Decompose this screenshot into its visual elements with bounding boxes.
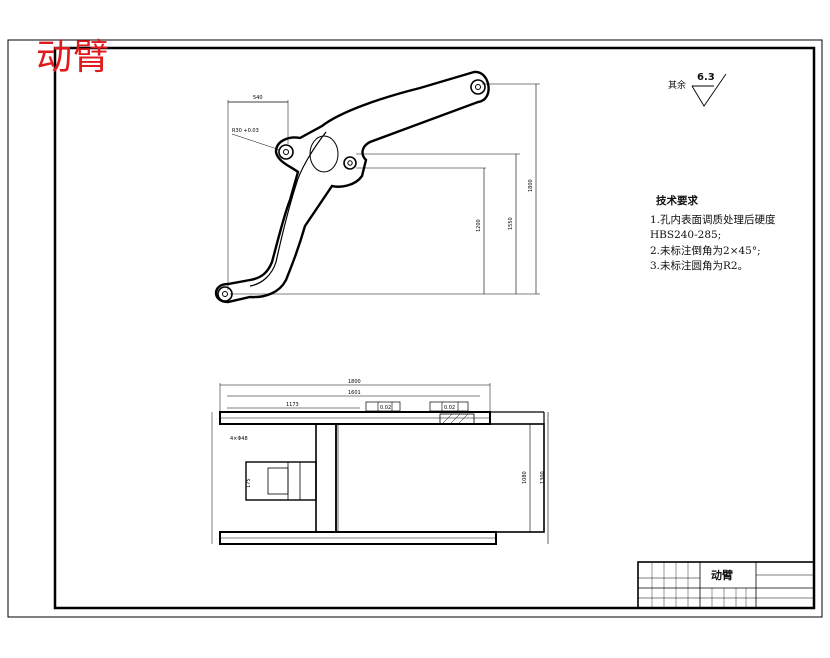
svg-text:0.02: 0.02 xyxy=(380,405,391,411)
requirement-line: 1.孔内表面调质处理后硬度 xyxy=(650,213,776,226)
roughness-label: 其余 xyxy=(668,81,687,91)
technical-requirements: 技术要求 1.孔内表面调质处理后硬度 HBS240-285; 2.未标注倒角为2… xyxy=(650,194,776,275)
svg-text:1300: 1300 xyxy=(540,471,546,484)
svg-text:1601: 1601 xyxy=(348,390,361,396)
requirement-line: 2.未标注倒角为2×45°; xyxy=(650,244,761,257)
svg-text:1173: 1173 xyxy=(286,402,299,408)
svg-text:175: 175 xyxy=(246,478,252,488)
svg-text:540: 540 xyxy=(253,95,263,101)
svg-text:1800: 1800 xyxy=(528,179,534,192)
technical-requirements-heading: 技术要求 xyxy=(656,195,698,207)
title-block-name: 动臂 xyxy=(711,569,733,582)
svg-text:R30 +0.03: R30 +0.03 xyxy=(232,128,259,134)
svg-text:4×Φ48: 4×Φ48 xyxy=(230,436,248,442)
svg-text:1550: 1550 xyxy=(508,217,514,230)
elevation-view: 540 R30 +0.03 1200 1550 1800 xyxy=(214,70,540,304)
svg-text:0.02: 0.02 xyxy=(444,405,455,411)
plan-view: 1800 1601 1173 0.02 0.02 xyxy=(211,379,549,545)
outer-frame xyxy=(7,39,823,618)
inner-frame xyxy=(53,46,816,610)
title-block xyxy=(637,561,815,609)
svg-text:1080: 1080 xyxy=(522,471,528,484)
requirement-line: 3.未标注圆角为R2。 xyxy=(650,260,749,272)
svg-text:1200: 1200 xyxy=(476,219,482,232)
svg-text:1800: 1800 xyxy=(348,379,361,385)
roughness-value: 6.3 xyxy=(697,72,715,83)
part-name-stamp: 动臂 xyxy=(36,37,111,78)
requirement-line: HBS240-285; xyxy=(650,229,722,241)
roughness-symbol xyxy=(691,73,727,107)
